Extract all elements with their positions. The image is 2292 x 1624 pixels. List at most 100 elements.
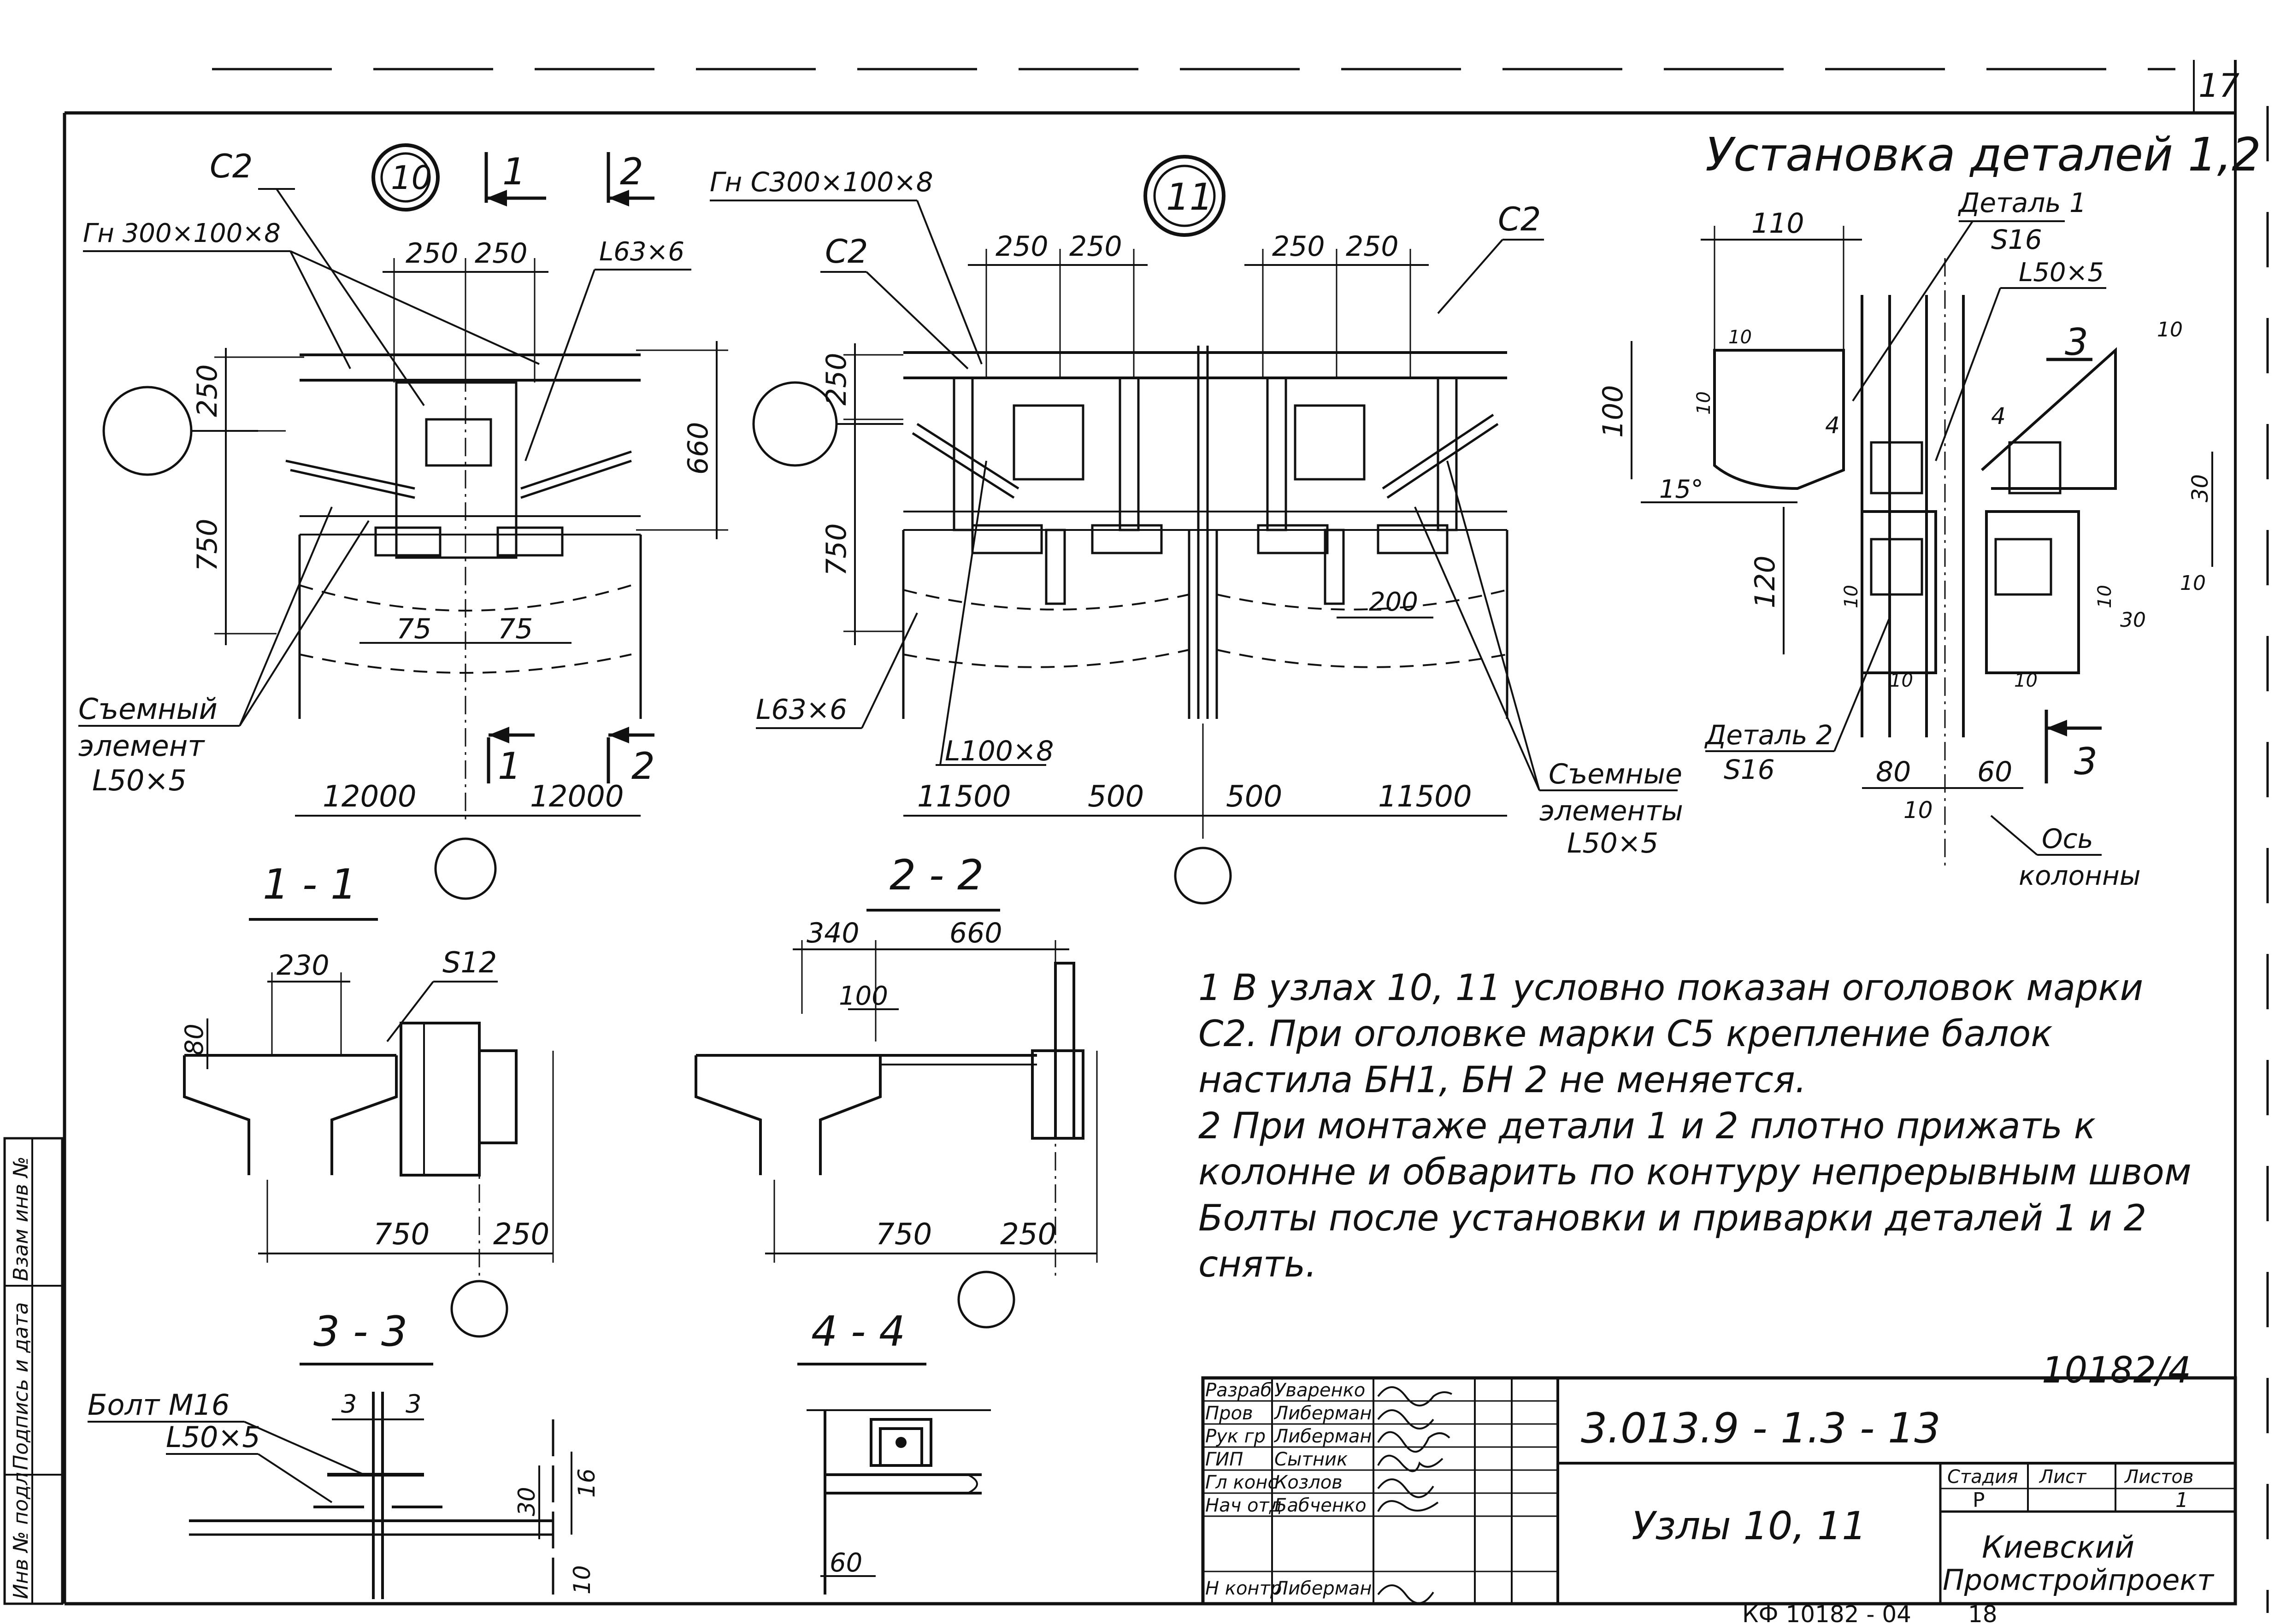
- n11-dim-250b: 250: [1069, 230, 1122, 263]
- n11-span-right: 11500: [1378, 780, 1472, 814]
- node-11-marker: [1143, 155, 1226, 237]
- n10-axis-bubble-bottom: [434, 837, 497, 900]
- tb-org-2: Промстройпроект: [1943, 1563, 2215, 1597]
- n10-dim-250v: 250: [191, 364, 224, 417]
- cut-2-label: 2: [620, 150, 643, 193]
- cut-2b-label: 2: [631, 745, 655, 788]
- side-stamp-inv: Инв № подл: [9, 1472, 33, 1599]
- sec22-d340: 340: [807, 917, 860, 949]
- sec11-d750: 750: [373, 1218, 430, 1252]
- node-10-beam: Гн 300×100×8: [83, 218, 281, 248]
- title-block-text: Разраб Пров Рук гр ГИП Гл конс Нач отд Н…: [1205, 1380, 2215, 1604]
- n11-dim-250a: 250: [996, 230, 1049, 263]
- signatures: [1377, 1386, 1452, 1604]
- node-11-beam: Гн C300×100×8: [710, 166, 933, 198]
- tb-name-4: Козлов: [1274, 1472, 1343, 1493]
- tb-name-1: Либерман: [1273, 1403, 1372, 1424]
- tb-role-0: Разраб: [1205, 1380, 1272, 1401]
- node-11-c2a: C2: [825, 233, 868, 271]
- node-10-label: 10: [391, 159, 432, 197]
- n10-span-left: 12000: [323, 780, 417, 814]
- tb-title: Узлы 10, 11: [1632, 1503, 1867, 1548]
- node-10-marker: [371, 143, 440, 212]
- tb-role-2: Рук гр: [1205, 1426, 1266, 1447]
- sec33-title: 3 - 3: [313, 1307, 407, 1356]
- n11-gap-left: 500: [1088, 780, 1144, 814]
- n11-elements-angle: L50×5: [1567, 827, 1658, 859]
- det-dim-10a: 10: [1728, 327, 1752, 348]
- note-line-4: 2 При монтаже детали 1 и 2 плотно прижат…: [1198, 1106, 2096, 1147]
- det-dim-10-right: 10: [2180, 571, 2206, 595]
- side-stamp-sign: Подпись и дата: [9, 1302, 33, 1470]
- sec33-d3b: 3: [406, 1389, 421, 1418]
- cut-1b-label: 1: [498, 745, 521, 788]
- n10-dim-660: 660: [682, 422, 714, 475]
- det-dim-110: 110: [1751, 207, 1804, 240]
- side-stamp-replace: Взам инв №: [9, 1156, 33, 1281]
- title-block: [1201, 1376, 2237, 1606]
- n11-axis-bubble-left: [752, 381, 838, 467]
- n11-removable: Съемные: [1549, 758, 1682, 790]
- sec22-d250: 250: [1000, 1218, 1056, 1252]
- det-dim-10e: 10: [2094, 585, 2115, 608]
- sec33-d30: 30: [513, 1487, 540, 1516]
- detail1-label: Деталь 1: [1957, 187, 2086, 218]
- node-10-plan: 10 1 2 C2 Гн 300×100×8 L63×6 250 250 250…: [78, 143, 728, 900]
- tb-org-1: Киевский: [1982, 1530, 2134, 1565]
- det-dim-30b: 30: [2120, 608, 2146, 632]
- n10-dim-250b: 250: [475, 237, 528, 270]
- notes: 1 В узлах 10, 11 условно показан оголово…: [1198, 967, 2192, 1285]
- det-cut-3b: 3: [2074, 740, 2098, 783]
- det-dim-4b: 4: [1991, 403, 2006, 430]
- n11-span-left: 11500: [917, 780, 1011, 814]
- tb-role-3: ГИП: [1205, 1449, 1243, 1470]
- tb-stage-label: Стадия: [1947, 1466, 2018, 1488]
- sec33-d16: 16: [573, 1468, 600, 1498]
- sec11-title: 1 - 1: [263, 860, 357, 909]
- sec11-d250: 250: [493, 1218, 549, 1252]
- det-dim-10-bottom: 10: [1903, 797, 1933, 824]
- sec22-d660: 660: [949, 917, 1002, 949]
- axis-label-2: колонны: [2019, 860, 2141, 891]
- tb-name-5: Бабченко: [1274, 1495, 1367, 1516]
- bottom-num: 18: [1968, 1601, 1997, 1624]
- n10-element: элемент: [78, 729, 205, 763]
- n10-dim-750v: 750: [191, 518, 224, 571]
- det-dim-100: 100: [1597, 385, 1629, 438]
- tb-name-0: Уваренко: [1274, 1380, 1365, 1401]
- det-dim-10b: 10: [2157, 318, 2183, 341]
- det-angle-15: 15°: [1659, 475, 1703, 504]
- n10-dim-250a: 250: [406, 237, 459, 270]
- tb-sheet-label: Лист: [2039, 1466, 2087, 1488]
- sec44-title: 4 - 4: [811, 1307, 905, 1356]
- det-dim-10g: 10: [2014, 670, 2038, 691]
- tb-name-2: Либерман: [1273, 1426, 1372, 1447]
- n11-dim-250d: 250: [1346, 230, 1399, 263]
- n10-dim-75a: 75: [396, 613, 431, 645]
- stamp-ref: 10182/4: [2042, 1350, 2191, 1391]
- sec33-d3a: 3: [341, 1389, 357, 1418]
- n11-angle100: L100×8: [945, 735, 1054, 767]
- main-heading: Установка деталей 1,2: [1705, 128, 2261, 182]
- sec44-d60: 60: [830, 1548, 862, 1578]
- note-line-5: колонне и обварить по контуру непрерывны…: [1198, 1152, 2192, 1193]
- note-line-6: Болты после установки и приварки деталей…: [1198, 1198, 2146, 1239]
- tb-role-5: Нач отд: [1205, 1495, 1282, 1516]
- tb-stage: Р: [1973, 1489, 1985, 1512]
- tb-sheets-label: Листов: [2124, 1466, 2193, 1488]
- section-2-2: 2 - 2 340 660 100 750 250: [695, 851, 1098, 1329]
- det-dim-4a: 4: [1825, 412, 1840, 439]
- bottom-ref: КФ 10182 - 04: [1742, 1601, 1911, 1624]
- n11-elements: элементы: [1539, 795, 1683, 827]
- n11-axis-bubble-bottom: [1174, 847, 1232, 905]
- tb-role-1: Пров: [1205, 1403, 1253, 1424]
- det-dim-10d: 10: [1841, 585, 1862, 608]
- note-line-3: настила БН1, БН 2 не меняется.: [1198, 1059, 1807, 1101]
- sec11-axis-bubble: [450, 1280, 508, 1338]
- detail2-label: Деталь 2: [1704, 719, 1833, 751]
- n11-dim-200: 200: [1369, 587, 1418, 617]
- sec22-title: 2 - 2: [890, 851, 984, 900]
- note-line-7: снять.: [1198, 1244, 1317, 1285]
- tb-role-6: Н контр: [1205, 1578, 1282, 1599]
